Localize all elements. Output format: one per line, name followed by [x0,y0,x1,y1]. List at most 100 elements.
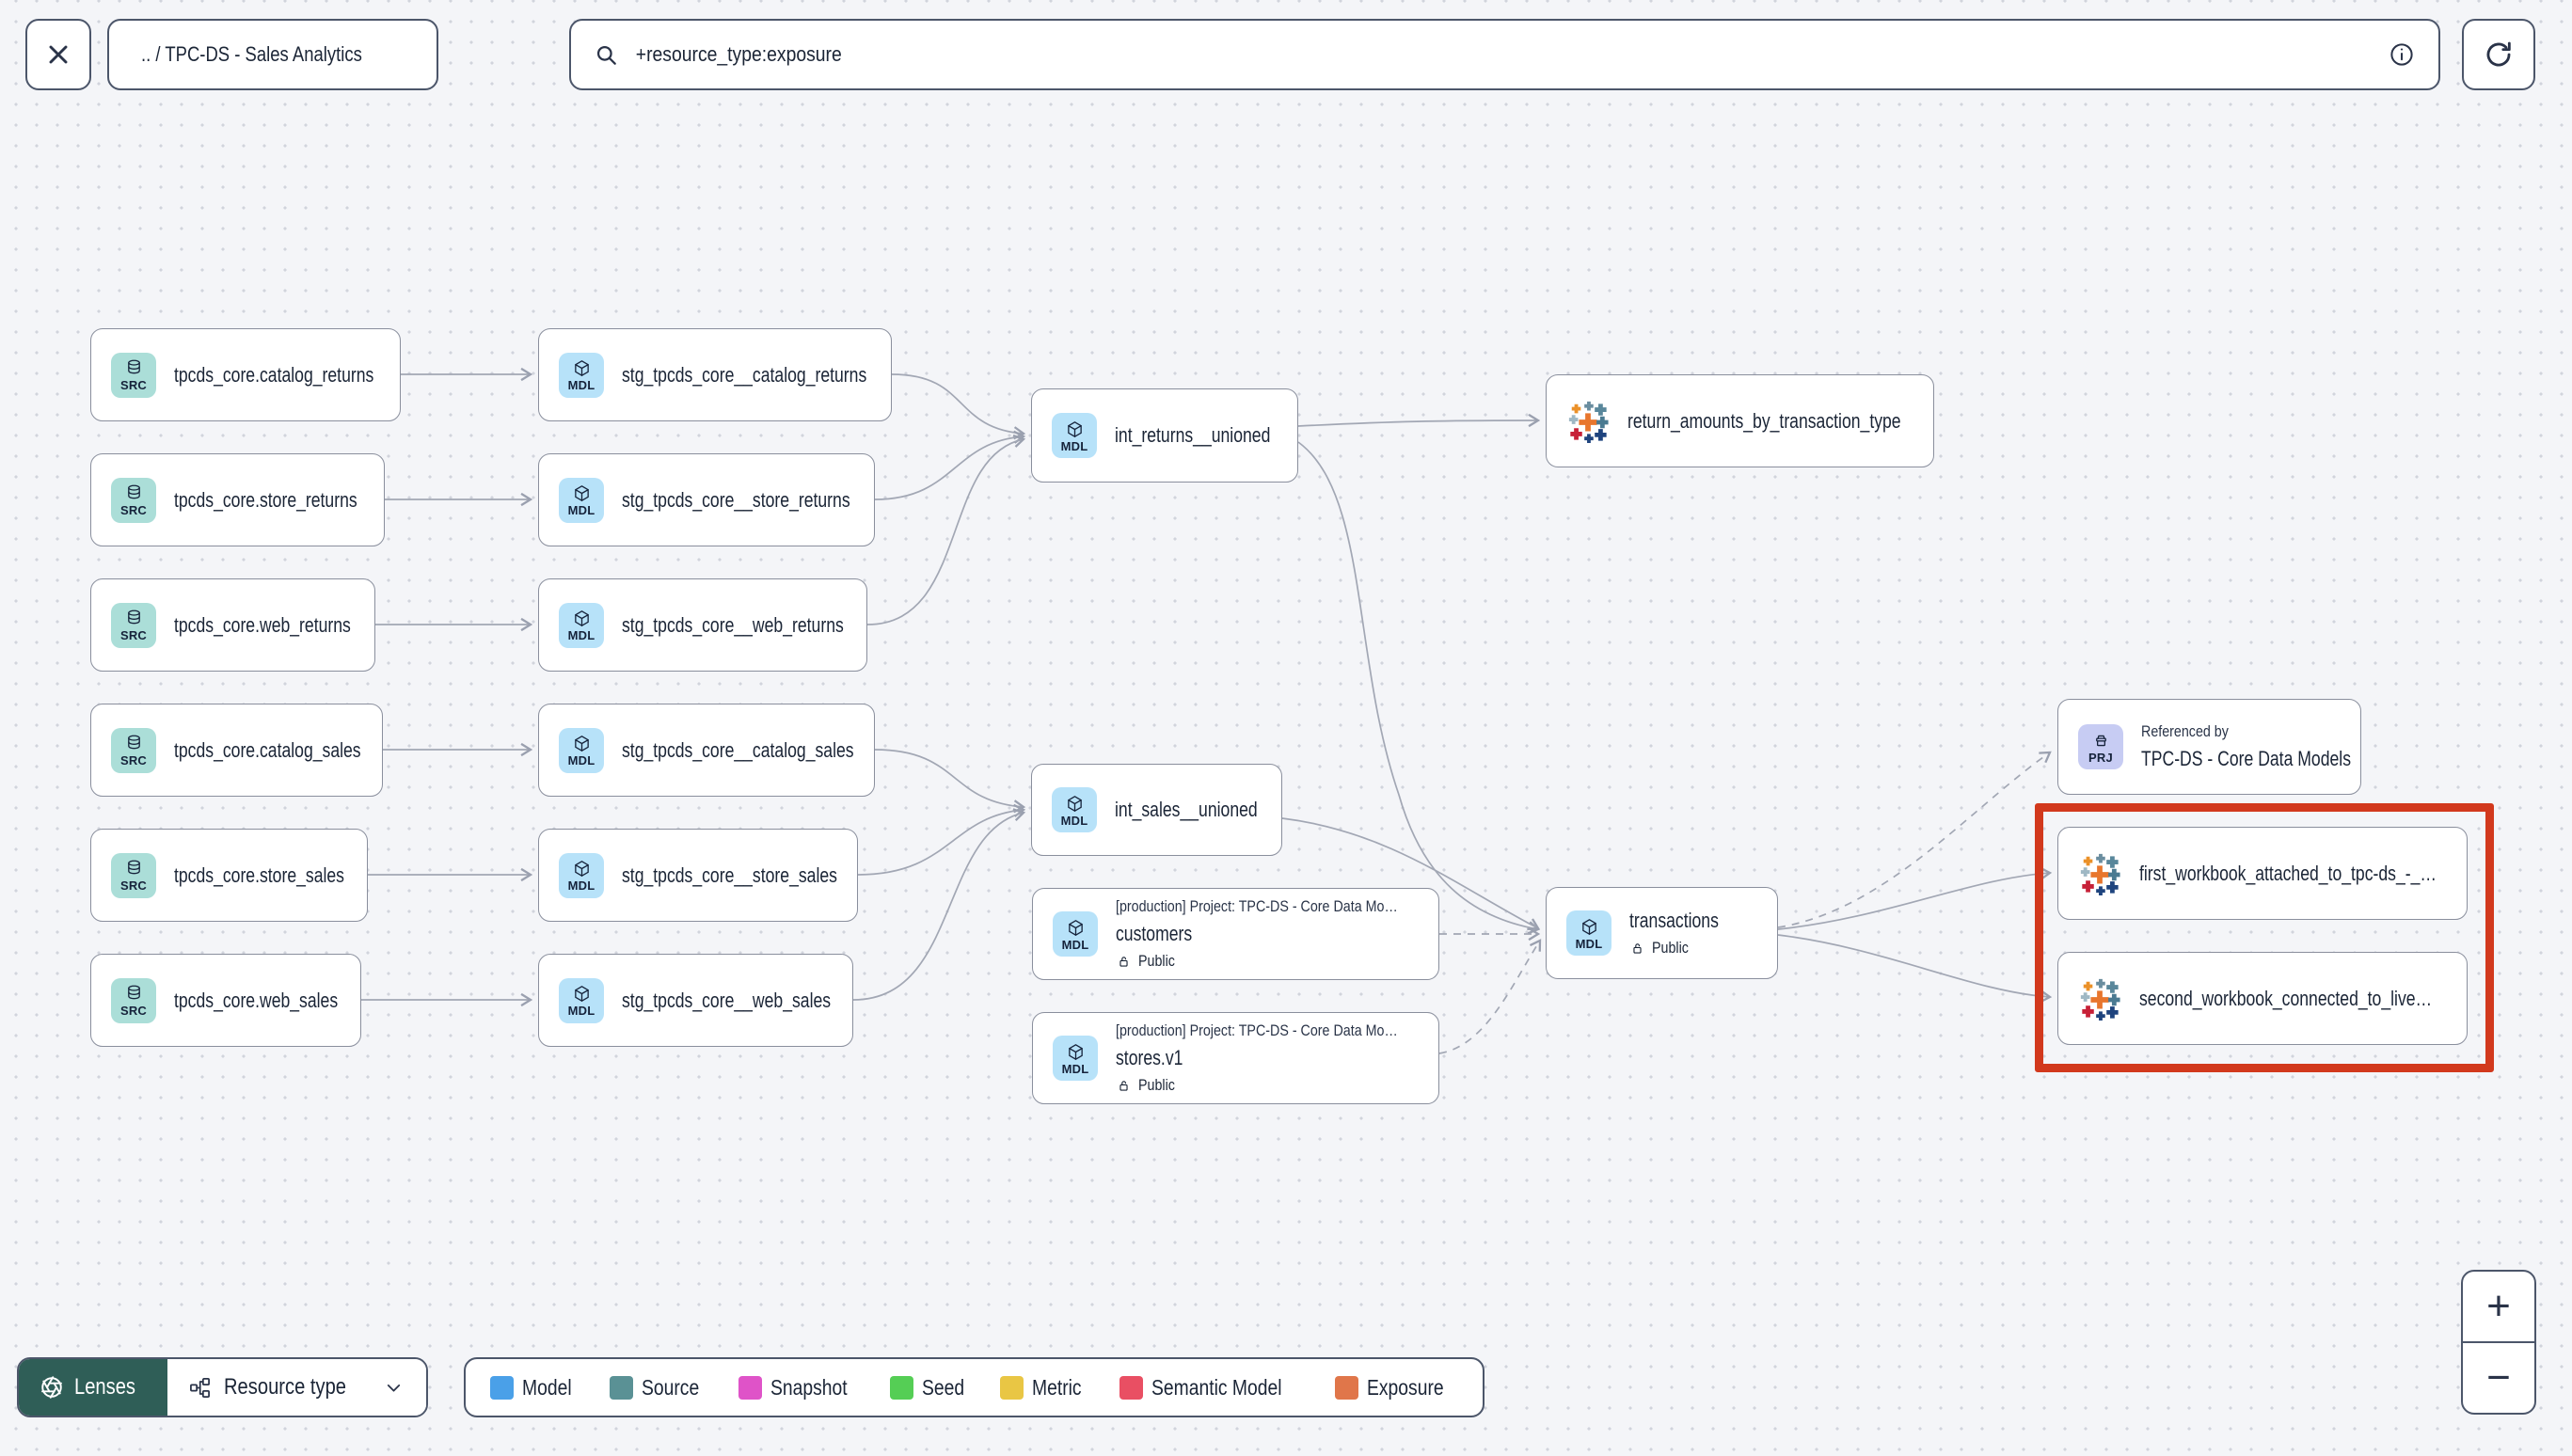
archive-icon [2091,731,2111,751]
node-title: first_workbook_attached_to_tpc-ds_-_… [2139,861,2437,885]
node-int-returns-unioned[interactable]: MDL int_returns__unioned [1031,388,1298,483]
legend-item-exposure: Exposure [1335,1375,1458,1401]
source-badge: SRC [111,352,156,398]
referenced-by-label: Referenced by [2141,722,2229,740]
model-badge: MDL [1566,910,1611,956]
node-stg-catalog-returns[interactable]: MDL stg_tpcds_core__catalog_returns [538,328,892,421]
legend-item-source: Source [609,1375,710,1401]
node-title: tpcds_core.catalog_returns [174,362,374,387]
node-src-catalog-returns[interactable]: SRC tpcds_core.catalog_returns [90,328,401,421]
node-int-sales-unioned[interactable]: MDL int_sales__unioned [1031,764,1282,856]
search-bar [569,19,2440,90]
node-title: TPC-DS - Core Data Models [2141,747,2351,770]
lenses-button[interactable]: Lenses [19,1359,168,1416]
info-icon[interactable] [2388,40,2416,69]
node-title: customers [1116,922,1193,945]
node-title: stg_tpcds_core__web_sales [622,988,832,1012]
node-title: stg_tpcds_core__catalog_sales [622,737,854,762]
node-stg-web-returns[interactable]: MDL stg_tpcds_core__web_returns [538,578,867,672]
database-icon [124,483,144,503]
node-src-store-returns[interactable]: SRC tpcds_core.store_returns [90,453,385,546]
node-stg-catalog-sales[interactable]: MDL stg_tpcds_core__catalog_sales [538,704,875,797]
legend-swatch [889,1375,913,1400]
cube-icon [1066,1042,1086,1062]
legend-item-snapshot: Snapshot [738,1375,862,1401]
node-src-web-returns[interactable]: SRC tpcds_core.web_returns [90,578,375,672]
node-stg-store-sales[interactable]: MDL stg_tpcds_core__store_sales [538,829,858,922]
node-referenced-by-project[interactable]: PRJ Referenced by TPC-DS - Core Data Mod… [2057,699,2361,795]
node-title: tpcds_core.web_sales [174,988,339,1012]
node-src-store-sales[interactable]: SRC tpcds_core.store_sales [90,829,368,922]
legend-label: Model [522,1374,572,1400]
legend-swatch [1000,1375,1024,1400]
database-icon [124,609,144,628]
cube-icon [572,609,592,628]
resource-type-dropdown[interactable]: Resource type [167,1359,427,1416]
node-title: return_amounts_by_transaction_type [1627,408,1901,433]
tableau-icon [2078,977,2121,1021]
zoom-divider [2463,1340,2534,1344]
node-exposure-second-workbook[interactable]: second_workbook_connected_to_live… [2057,952,2468,1045]
tableau-icon [2078,852,2121,895]
node-title: stg_tpcds_core__store_returns [622,487,850,512]
model-badge: MDL [1053,911,1098,957]
lock-open-icon [1116,1078,1132,1094]
node-stg-store-returns[interactable]: MDL stg_tpcds_core__store_returns [538,453,875,546]
cube-icon [572,483,592,503]
node-project-label: [production] Project: TPC-DS - Core Data… [1116,897,1398,915]
lenses-label: Lenses [74,1374,136,1400]
legend-label: Metric [1032,1374,1083,1400]
node-title: tpcds_core.store_returns [174,487,357,512]
model-badge: MDL [559,727,604,773]
node-src-web-sales[interactable]: SRC tpcds_core.web_sales [90,954,361,1047]
lock-open-icon [1629,941,1645,957]
resource-type-icon [188,1376,212,1400]
legend-item-seed: Seed [889,1375,973,1401]
node-title: tpcds_core.catalog_sales [174,737,361,762]
node-title: int_sales__unioned [1115,798,1258,821]
node-title: stores.v1 [1116,1046,1183,1069]
legend-label: Snapshot [770,1374,848,1400]
node-project-label: [production] Project: TPC-DS - Core Data… [1116,1021,1398,1039]
node-transactions[interactable]: MDL transactions Public [1546,887,1778,979]
access-row: Public [1629,939,1741,957]
breadcrumb[interactable]: .. / TPC-DS - Sales Analytics [107,19,438,90]
model-badge: MDL [559,977,604,1023]
node-title: stg_tpcds_core__catalog_returns [622,362,867,387]
node-title: stg_tpcds_core__store_sales [622,863,837,887]
chevron-down-icon [382,1376,405,1400]
legend: Model Source Snapshot Seed Metric Semant… [464,1357,1485,1417]
legend-swatch [1335,1375,1358,1400]
database-icon [124,859,144,878]
tableau-icon [1566,400,1610,443]
close-icon [43,40,73,70]
database-icon [124,358,144,378]
model-badge: MDL [559,602,604,648]
model-badge: MDL [1053,1036,1098,1081]
search-input[interactable] [634,41,2165,68]
node-src-catalog-sales[interactable]: SRC tpcds_core.catalog_sales [90,704,383,797]
node-exposure-first-workbook[interactable]: first_workbook_attached_to_tpc-ds_-_… [2057,827,2468,920]
source-badge: SRC [111,602,156,648]
zoom-in-button[interactable]: + [2486,1282,2511,1329]
node-title: stg_tpcds_core__web_returns [622,612,844,637]
cube-icon [1580,917,1599,937]
legend-label: Exposure [1367,1374,1444,1400]
node-exposure-return-amounts[interactable]: return_amounts_by_transaction_type [1546,374,1934,467]
access-label: Public [1138,952,1175,970]
source-badge: SRC [111,477,156,523]
legend-swatch [609,1375,633,1400]
node-title: second_workbook_connected_to_live… [2139,986,2433,1010]
node-customers[interactable]: MDL [production] Project: TPC-DS - Core … [1032,888,1439,980]
model-badge: MDL [559,352,604,398]
refresh-button[interactable] [2462,19,2535,90]
close-button[interactable] [25,19,91,90]
node-stores-v1[interactable]: MDL [production] Project: TPC-DS - Core … [1032,1012,1439,1104]
node-stg-web-sales[interactable]: MDL stg_tpcds_core__web_sales [538,954,853,1047]
breadcrumb-label: .. / TPC-DS - Sales Analytics [141,42,363,66]
node-title: tpcds_core.web_returns [174,612,351,637]
access-label: Public [1138,1076,1175,1094]
zoom-out-button[interactable]: − [2486,1354,2511,1401]
cube-icon [572,859,592,878]
